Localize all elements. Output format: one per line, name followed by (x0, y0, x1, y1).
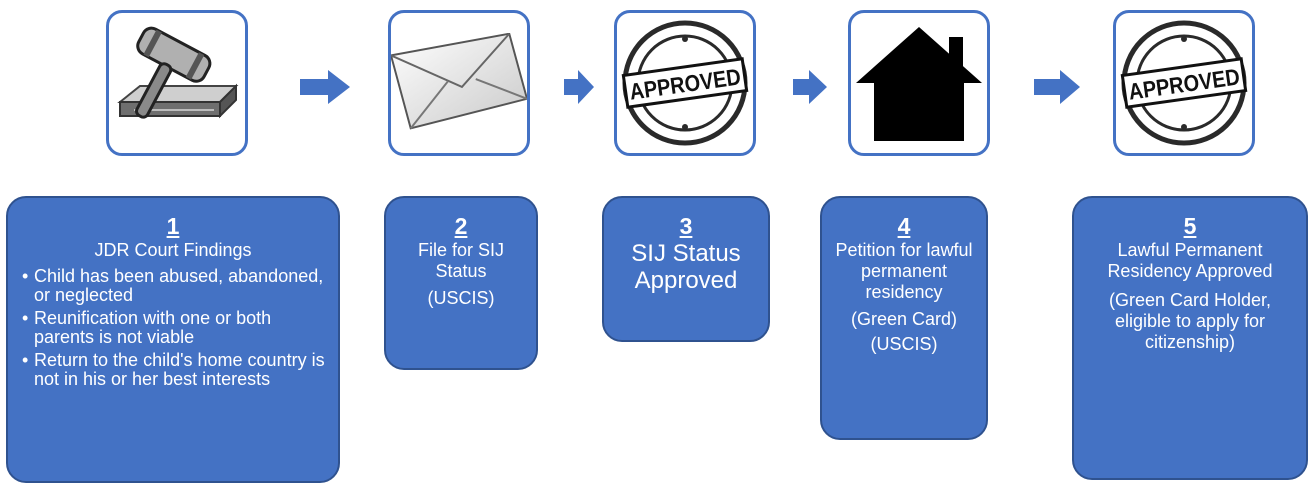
step-2-icon-box (388, 10, 530, 156)
findings-list: Child has been abused, abandoned, or neg… (14, 267, 332, 389)
step-title: SIJ Status Approved (631, 240, 741, 294)
gavel-icon (117, 26, 239, 119)
step-note: (Green Card) (850, 309, 958, 329)
step-number: 2 (454, 213, 468, 239)
list-item: Reunification with one or both parents i… (22, 309, 328, 347)
approved-stamp-icon: APPROVED (621, 20, 749, 146)
arrow-right-icon (300, 70, 350, 104)
step-title: File for SIJ Status (417, 240, 505, 281)
house-icon (856, 27, 982, 141)
step-number: 5 (1183, 213, 1197, 239)
step-number: 4 (897, 213, 911, 239)
step-3-card: 3 SIJ Status Approved (602, 196, 770, 342)
step-4-card: 4 Petition for lawful permanent residenc… (820, 196, 988, 440)
list-item: Child has been abused, abandoned, or neg… (22, 267, 328, 305)
step-1-icon-box (106, 10, 248, 156)
step-3-icon-box: APPROVED (614, 10, 756, 156)
step-note: (USCIS) (870, 334, 938, 354)
step-number: 3 (679, 213, 693, 239)
step-1-card: 1 JDR Court Findings Child has been abus… (6, 196, 340, 483)
envelope-icon (391, 33, 527, 130)
approved-stamp-icon: APPROVED (1120, 20, 1248, 146)
step-4-icon-box (848, 10, 990, 156)
arrow-right-icon (1034, 70, 1080, 104)
step-title: JDR Court Findings (94, 240, 252, 260)
arrow-right-icon (564, 70, 594, 104)
arrow-right-icon (793, 70, 827, 104)
step-title: Petition for lawful permanent residency (835, 240, 973, 302)
step-title: Lawful Permanent Residency Approved (1107, 240, 1273, 281)
step-note: (Green Card Holder, eligible to apply fo… (1108, 290, 1272, 352)
step-5-icon-box: APPROVED (1113, 10, 1255, 156)
step-5-card: 5 Lawful Permanent Residency Approved (G… (1072, 196, 1308, 480)
step-number: 1 (166, 213, 180, 239)
step-2-card: 2 File for SIJ Status (USCIS) (384, 196, 538, 370)
step-note: (USCIS) (427, 288, 495, 308)
list-item: Return to the child's home country is no… (22, 351, 328, 389)
